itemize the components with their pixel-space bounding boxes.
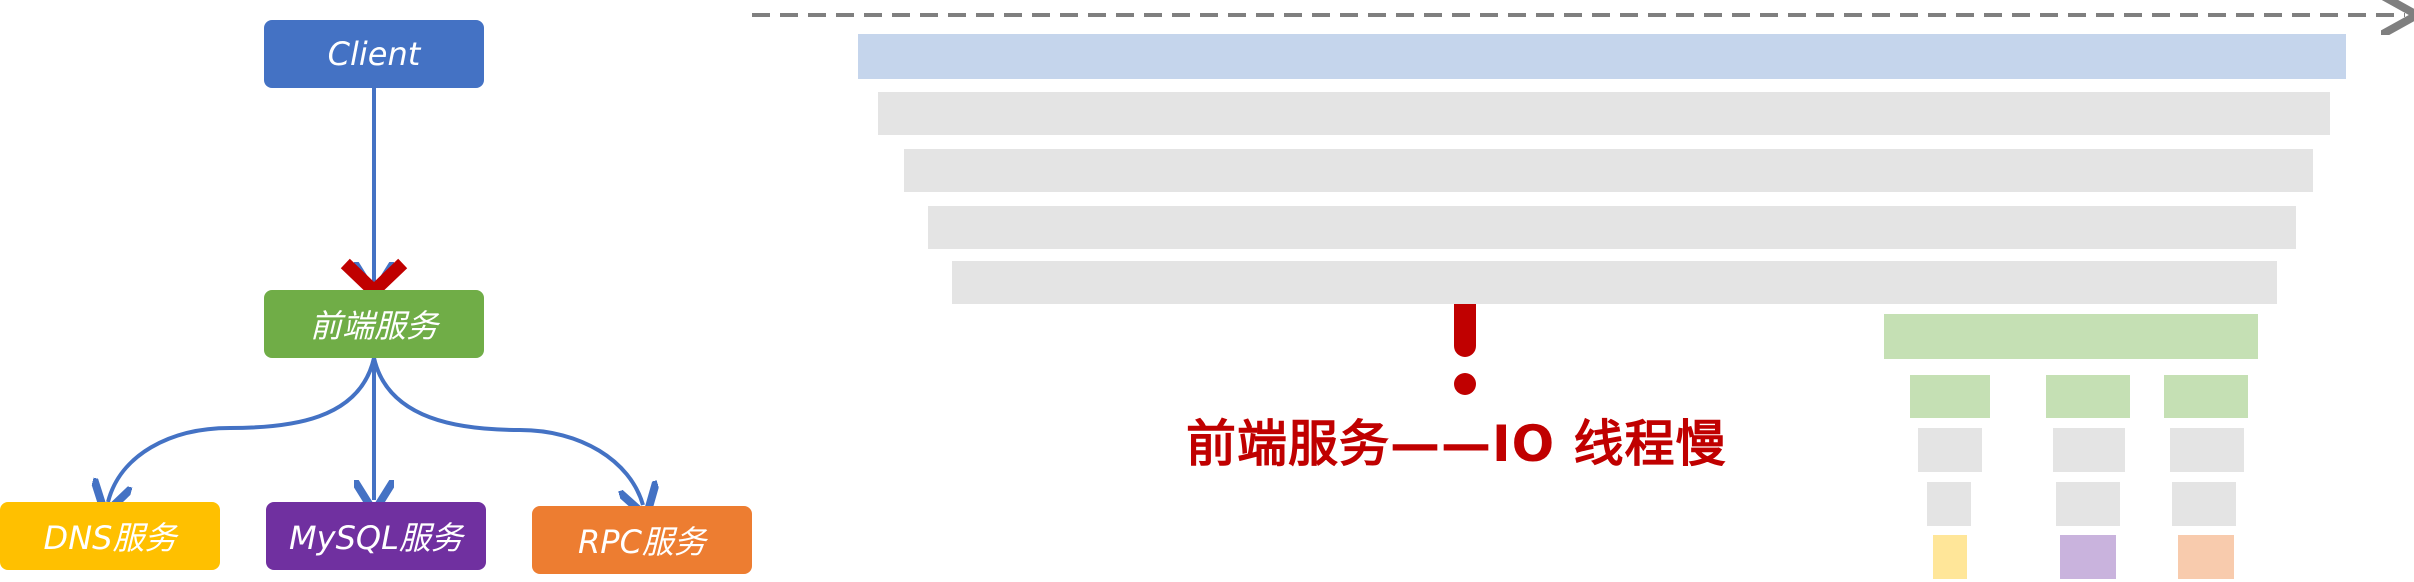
dns-service-node: DNS服务 — [0, 502, 220, 570]
span-bar-level-1 — [878, 92, 2330, 135]
dns-service-label: DNS服务 — [43, 519, 177, 557]
span-bar-rpc-orange — [2178, 535, 2234, 579]
client-node-label: Client — [327, 35, 421, 73]
span-bar-mysql-gray-2 — [2056, 482, 2120, 526]
span-bar-dns-green — [1910, 375, 1990, 418]
span-bar-level-2 — [904, 149, 2313, 192]
span-bar-dns-gray-2 — [1927, 482, 1971, 526]
frontend-to-rpc-arrow — [372, 357, 643, 505]
rpc-service-node: RPC服务 — [532, 506, 752, 574]
mysql-service-label: MySQL服务 — [289, 519, 463, 557]
frontend-to-dns-arrow — [108, 357, 376, 502]
span-bar-level-3 — [928, 206, 2296, 249]
span-bar-level-4 — [952, 261, 2277, 304]
exclamation-icon — [1454, 279, 1476, 395]
span-bar-rpc-gray-1 — [2170, 428, 2244, 472]
frontend-service-label: 前端服务 — [309, 307, 438, 345]
span-bar-mysql-gray-1 — [2053, 428, 2125, 472]
client-node: Client — [264, 20, 484, 88]
frontend-service-node: 前端服务 — [264, 290, 484, 358]
span-bar-frontend — [1884, 314, 2258, 359]
span-bar-dns-gray-1 — [1918, 428, 1982, 472]
span-bar-mysql-purple — [2060, 535, 2116, 579]
span-bar-mysql-green — [2046, 375, 2130, 418]
span-bar-client — [858, 34, 2346, 79]
mysql-service-node: MySQL服务 — [266, 502, 486, 570]
rpc-service-label: RPC服务 — [578, 523, 706, 561]
span-bar-rpc-gray-2 — [2172, 482, 2236, 526]
warning-label: 前端服务——IO 线程慢 — [1186, 415, 1727, 473]
span-bar-dns-yellow — [1933, 535, 1967, 579]
span-bar-rpc-green — [2164, 375, 2248, 418]
